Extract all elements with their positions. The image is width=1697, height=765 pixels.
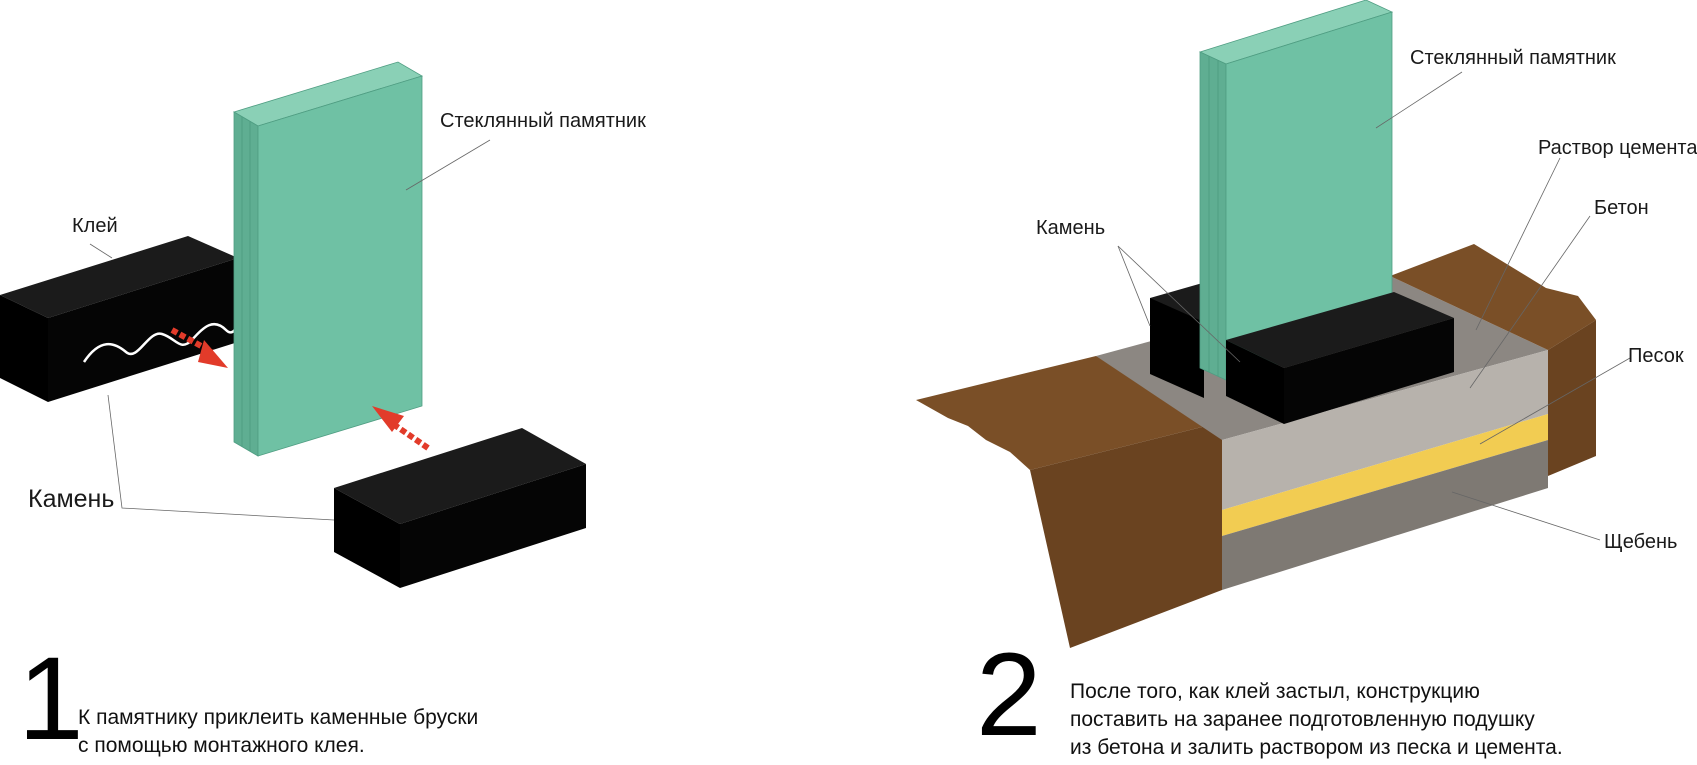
glass-monument-panel-installed <box>1198 0 1394 381</box>
left-stone-bar <box>0 236 238 402</box>
panel-2-foundation-illustration: Стеклянный памятник Раствор цемента Бето… <box>916 0 1697 648</box>
label-glue: Клей <box>72 215 118 237</box>
label-concrete: Бетон <box>1594 197 1649 219</box>
panel-1-gluing-illustration: Стеклянный памятник Клей Камень <box>0 61 646 588</box>
label-stone-installed: Камень <box>1036 217 1105 239</box>
step-2-description: После того, как клей застыл, конструкцию… <box>1070 678 1563 762</box>
label-glass-monument-installed: Стеклянный памятник <box>1410 47 1616 69</box>
label-glass-monument: Стеклянный памятник <box>440 110 646 132</box>
concrete-layer <box>1222 350 1548 510</box>
soil-right <box>1390 244 1596 476</box>
step-1-description: К памятнику приклеить каменные бруски с … <box>78 704 478 760</box>
arrow-glue-to-glass <box>170 327 228 368</box>
front-stone-bar <box>1226 292 1454 424</box>
sand-layer <box>1222 414 1548 536</box>
step-1-number: 1 <box>18 633 84 765</box>
arrow-stone-to-glass <box>372 406 430 451</box>
step-2-line-1: После того, как клей застыл, конструкцию <box>1070 680 1480 703</box>
label-stone: Камень <box>28 485 114 513</box>
label-sand: Песок <box>1628 345 1684 367</box>
glass-monument-panel <box>233 61 423 457</box>
glue-line <box>82 309 246 363</box>
step-2-line-3: из бетона и залить раствором из песка и … <box>1070 736 1563 759</box>
gravel-layer <box>1222 440 1548 590</box>
step-2-number: 2 <box>976 629 1042 761</box>
label-cement-mortar: Раствор цемента <box>1538 137 1697 159</box>
label-gravel: Щебень <box>1604 531 1677 553</box>
right-stone-bar <box>334 428 586 588</box>
step-1-line-2: с помощью монтажного клея. <box>78 734 365 757</box>
step-2-line-2: поставить на заранее подготовленную поду… <box>1070 708 1535 731</box>
step-1-line-1: К памятнику приклеить каменные бруски <box>78 706 479 729</box>
